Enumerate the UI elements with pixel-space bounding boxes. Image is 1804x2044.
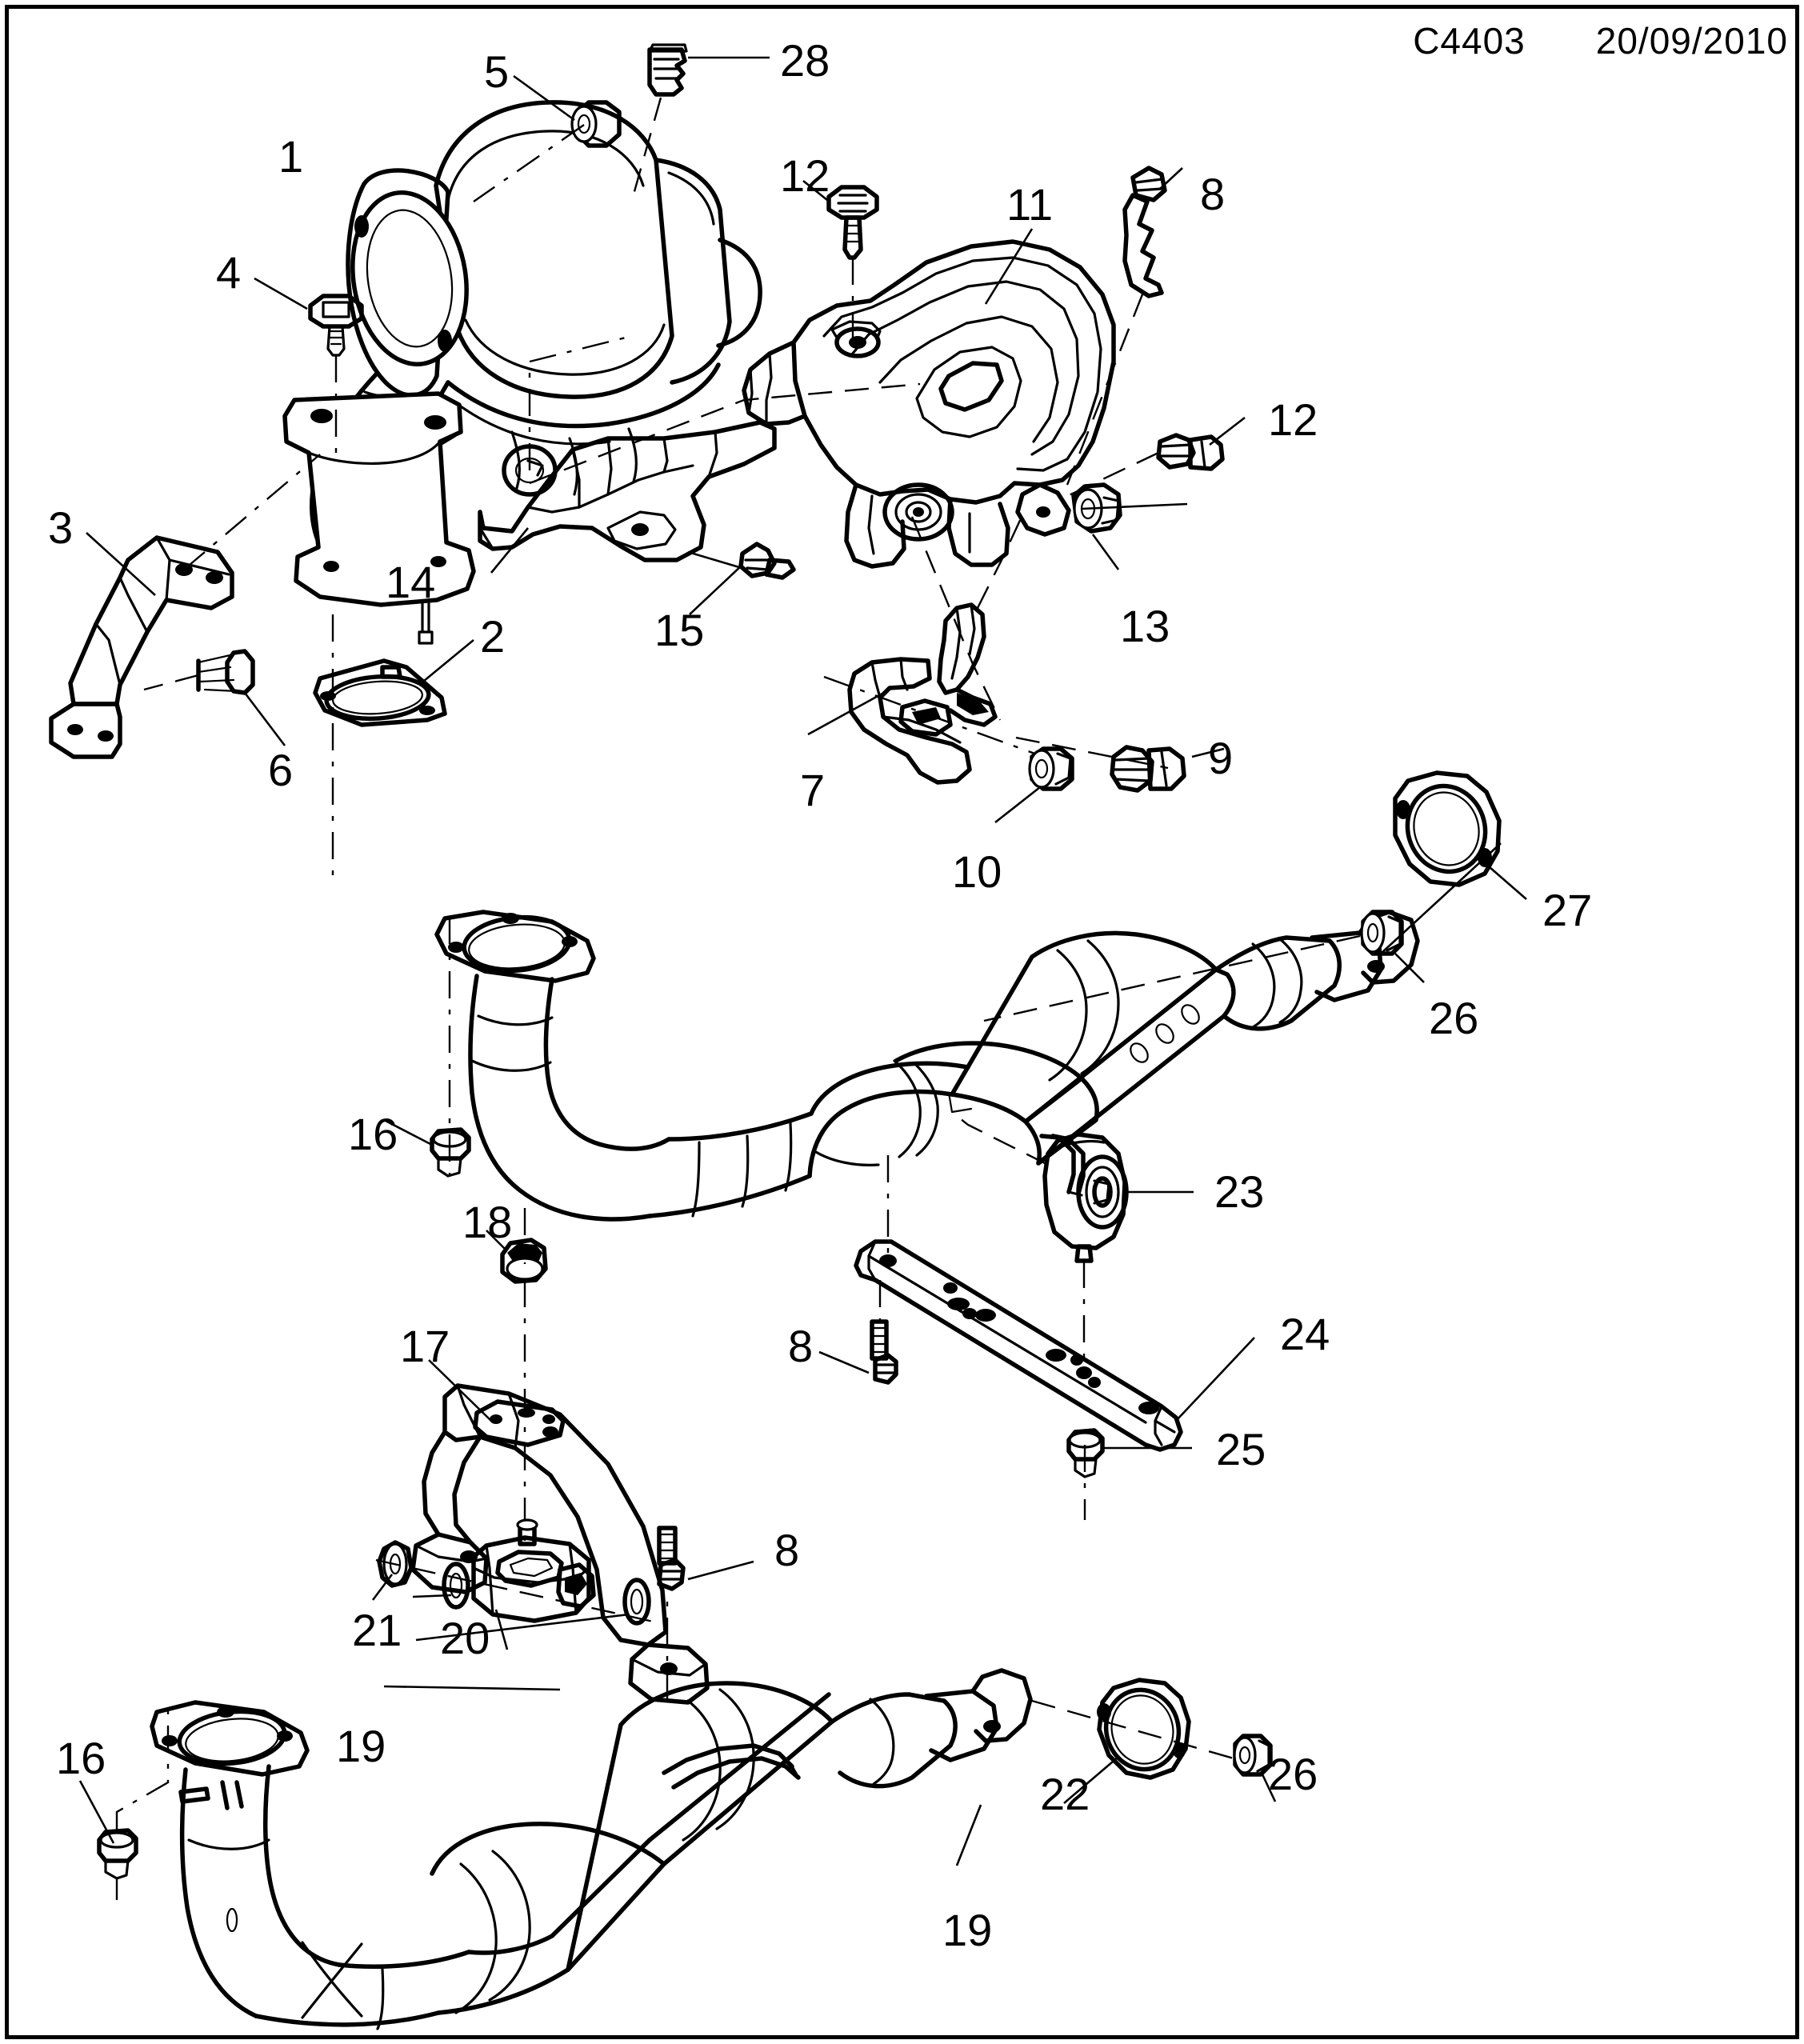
callout-22: 22 <box>1040 1769 1090 1819</box>
callout-15: 15 <box>654 605 705 655</box>
centerline-nut26 <box>983 934 1361 1022</box>
part-heat-shield-bolt-8 <box>1122 166 1183 298</box>
centerline-bolt6 <box>143 674 199 691</box>
front-pipe-flange <box>150 1700 310 1777</box>
callout-16b: 16 <box>56 1733 106 1783</box>
part-mount-washer-21 <box>371 1540 414 1601</box>
part-heat-shield-screw-12b <box>1156 416 1246 471</box>
callout-19b: 19 <box>942 1905 993 1955</box>
part-hanger-nut-18 <box>486 1230 548 1284</box>
part-bracket-bolt-6 <box>196 649 286 746</box>
part-heat-shield-washer-nut-13 <box>1071 482 1122 570</box>
centerline-nut5 <box>473 124 585 202</box>
centerline-bracket7 <box>823 675 1049 760</box>
callout-14: 14 <box>386 557 436 607</box>
part-front-pipe-with-cat-19 <box>150 1668 1033 2030</box>
page-header: C4403 20/09/2010 <box>0 19 1788 62</box>
callout-8c: 8 <box>774 1525 800 1575</box>
callout-2: 2 <box>480 611 506 662</box>
callout-26: 26 <box>1429 993 1479 1043</box>
converter-front-flange <box>346 168 469 398</box>
centerline-bracket3 <box>183 454 321 570</box>
centerline-mount20 <box>375 1558 665 1626</box>
part-support-bracket-3 <box>49 532 234 759</box>
callout-16: 16 <box>348 1109 398 1159</box>
callout-11: 11 <box>1006 179 1054 230</box>
part-exhaust-flange-gasket-2 <box>313 638 474 727</box>
callout-12b: 12 <box>1268 394 1318 445</box>
callout-3: 3 <box>48 502 74 553</box>
part-heat-shield-bolt-15 <box>689 542 796 615</box>
drawing-date: 20/09/2010 <box>1595 20 1788 62</box>
callout-24: 24 <box>1280 1309 1330 1359</box>
callout-8b: 8 <box>788 1321 814 1371</box>
part-flange-bolt-4 <box>254 277 364 357</box>
centerline-isolator23b <box>951 1111 1049 1166</box>
callout-27: 27 <box>1542 885 1593 935</box>
part-mount-washer-21b <box>412 1562 470 1610</box>
part-rear-flange-gasket-27 <box>1393 770 1527 900</box>
part-front-pipe-nut-16b <box>78 1780 138 1880</box>
callout-12: 12 <box>780 150 830 201</box>
centerline-bolt8 <box>1066 294 1144 486</box>
callout-19: 19 <box>336 1721 386 1771</box>
callout-23: 23 <box>1214 1166 1265 1217</box>
callout-18: 18 <box>462 1197 513 1247</box>
part-upper-heat-shield-11 <box>742 228 1116 569</box>
part-front-catalytic-converter <box>295 100 762 596</box>
centerline-gasket22 <box>1031 1699 1246 1763</box>
part-mount-washer-21c <box>415 1578 651 1642</box>
callout-8: 8 <box>1200 169 1226 219</box>
part-bracket-bolt-9 <box>1110 745 1225 793</box>
callout-21: 21 <box>352 1605 402 1655</box>
callout-7: 7 <box>800 765 826 815</box>
part-crossmember-bolt-8b <box>818 1319 898 1385</box>
part-middle-exhaust-pipe-dpf <box>434 910 1420 1222</box>
centerline-shield14b <box>529 382 921 485</box>
callout-26b: 26 <box>1268 1749 1318 1799</box>
part-sensor-bracket-7 <box>807 602 998 785</box>
callout-10: 10 <box>952 846 1002 897</box>
callout-20: 20 <box>440 1613 490 1663</box>
leader-13b <box>1081 502 1188 510</box>
centerline-nut16b <box>115 1701 170 1832</box>
part-flange-nut-26 <box>1360 910 1425 983</box>
part-crossmember-bracket-24 <box>854 1239 1255 1452</box>
centerline-bolt9 <box>1015 736 1169 770</box>
part-heat-shield-screw-12 <box>802 179 879 260</box>
callout-9: 9 <box>1208 733 1234 783</box>
part-exhaust-rubber-mount-20 <box>471 1518 596 1650</box>
part-lower-heat-shield-14 <box>478 420 777 574</box>
callout-4: 4 <box>216 247 242 298</box>
leader-15b <box>687 550 748 571</box>
part-sensor-nut-5 <box>513 74 622 148</box>
part-rubber-isolator-23 <box>1042 1132 1194 1263</box>
callout-25: 25 <box>1216 1424 1266 1474</box>
converter-mount-plate <box>282 391 476 645</box>
part-rear-flange-gasket-22 <box>1063 1678 1191 1804</box>
callout-5: 5 <box>484 46 510 97</box>
callout-13: 13 <box>1120 601 1170 651</box>
part-converter-stud-bolt-28 <box>647 43 770 97</box>
centerline-bracket7b <box>976 514 1024 609</box>
centerline-shield14 <box>528 334 633 470</box>
part-flange-nut-26b <box>1233 1734 1277 1802</box>
mid-pipe-flange <box>434 910 596 983</box>
part-hanger-bolt-8c <box>657 1526 754 1591</box>
callout-28: 28 <box>780 35 830 86</box>
callout-6: 6 <box>268 745 294 795</box>
part-bracket-nut-10 <box>994 746 1074 824</box>
callout-17: 17 <box>400 1321 450 1371</box>
drawing-code: C4403 <box>1413 20 1526 62</box>
callout-1: 1 <box>278 131 304 182</box>
centerline-stud28 <box>630 97 662 201</box>
